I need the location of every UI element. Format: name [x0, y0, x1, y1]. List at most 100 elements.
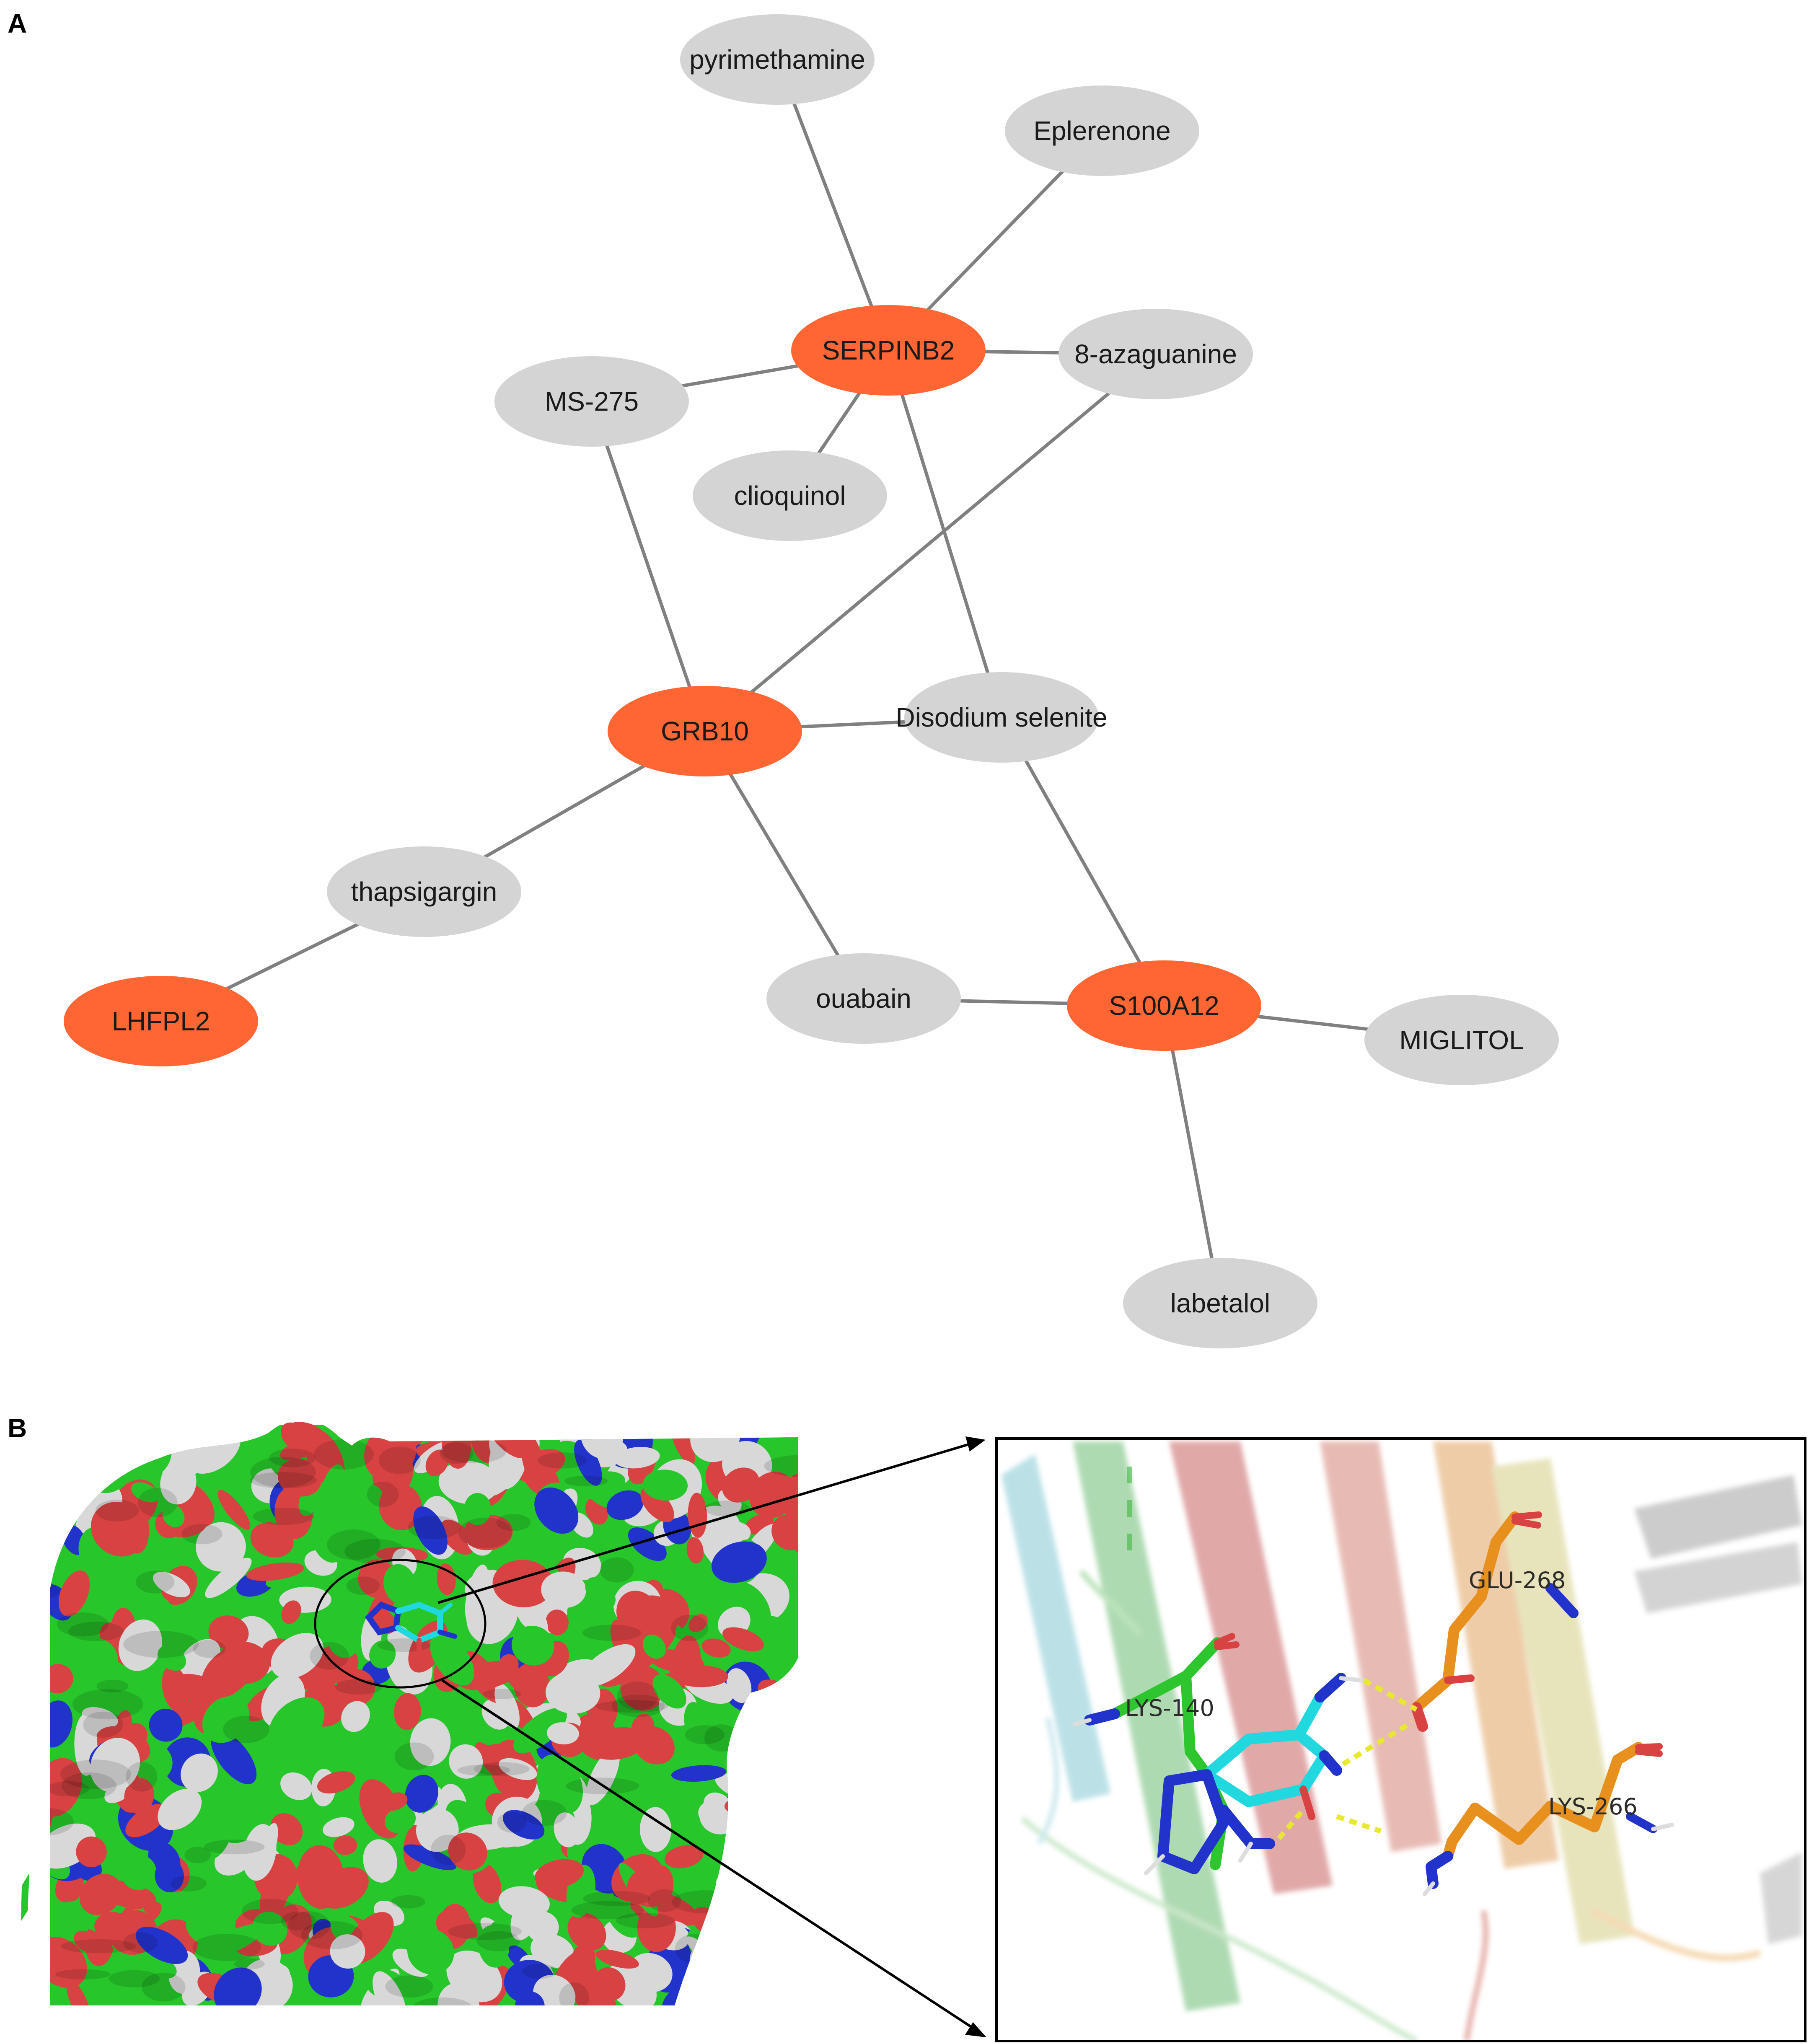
surface-patch — [379, 1765, 417, 1785]
surface-patch — [627, 1868, 673, 1907]
surface-patch — [76, 1836, 107, 1868]
surface-patch — [449, 1744, 483, 1779]
edge-serpinb2-pyrimethamine — [776, 59, 890, 351]
surface-patch — [430, 1633, 474, 1686]
surface-patch — [515, 1991, 545, 2005]
surface-patch — [734, 1727, 782, 1764]
surface-shadow — [367, 1481, 399, 1507]
surface-shadow — [344, 1539, 406, 1564]
surface-patch — [99, 1419, 146, 1464]
surface-patch — [738, 1966, 765, 1994]
surface-patch — [280, 1441, 315, 1461]
surface-patch — [701, 1638, 731, 1658]
node-thapsigargin: thapsigargin — [327, 846, 521, 937]
node-label-ouabain: ouabain — [816, 983, 911, 1014]
surface-patch — [50, 1493, 68, 1531]
loop-green-2 — [1079, 1569, 1142, 1636]
surface-patch — [743, 1902, 786, 1945]
surface-shadow — [647, 1889, 681, 1912]
surface-shadow — [50, 1583, 60, 1599]
surface-shadow — [611, 1695, 665, 1717]
surface-patch — [217, 1490, 251, 1530]
surface-shadow — [458, 1517, 512, 1548]
surface-shadow — [582, 1891, 651, 1906]
surface-patch — [771, 1514, 798, 1550]
surface-patch — [680, 1974, 726, 2005]
surface-patch — [494, 1683, 520, 1728]
node-label-ms275: MS-275 — [545, 386, 639, 417]
surface-patch — [172, 1674, 229, 1706]
surface-patch — [252, 1912, 287, 1946]
surface-patch — [628, 1953, 673, 1992]
surface-patch — [181, 1753, 218, 1792]
strand-orange — [1433, 1441, 1559, 1869]
surface-patch — [318, 1464, 346, 1527]
zoom-arrows — [437, 1436, 986, 2037]
surface-patch — [271, 1633, 323, 1679]
surface-patch — [730, 1727, 792, 1754]
surface-patch — [149, 1708, 183, 1742]
surface-shadow — [314, 1439, 374, 1470]
surface-patch — [642, 1470, 688, 1501]
node-ellipse-lhfpl2 — [64, 976, 258, 1066]
surface-shadow — [281, 1911, 316, 1930]
node-ellipse-azaguanine — [1058, 309, 1253, 399]
surface-patch — [373, 1971, 407, 2005]
surface-shadow — [95, 1499, 139, 1521]
surface-patch — [413, 1506, 448, 1555]
surface-patch — [425, 1449, 449, 1476]
node-grb10: GRB10 — [608, 686, 802, 776]
node-label-serpinb2: SERPINB2 — [822, 335, 955, 365]
surface-shadow — [269, 1449, 316, 1467]
surface-shadow — [474, 1762, 530, 1776]
surface-patch — [158, 1788, 202, 1830]
surface-patch — [50, 1700, 73, 1748]
node-ellipse-miglitol — [1364, 995, 1559, 1085]
surface-shadow — [704, 1501, 750, 1517]
surface-patch — [585, 1577, 616, 1609]
node-label-thapsigargin: thapsigargin — [351, 877, 497, 907]
surface-patch — [745, 1895, 788, 1925]
surface-patch — [586, 1748, 620, 1805]
ligand-sticks — [1144, 1673, 1364, 1875]
surface-patch — [140, 1666, 165, 1702]
surface-patch — [246, 1562, 304, 1581]
surface-patch — [711, 1541, 767, 1583]
surface-shadow — [564, 1475, 608, 1487]
surface-shadow — [457, 1765, 510, 1776]
surface-shadow — [385, 1975, 433, 1998]
docking-view-frame — [995, 1437, 1806, 2042]
surface-patch — [448, 1832, 487, 1871]
surface-shadow — [109, 1970, 160, 1987]
surface-patch — [489, 1921, 509, 1960]
node-s100a12: S100A12 — [1067, 960, 1261, 1051]
surface-shadow — [482, 1689, 521, 1699]
zoom-arrow-bottom — [441, 1679, 974, 2029]
surface-patch — [724, 1795, 770, 1816]
surface-patch — [534, 1487, 579, 1534]
panel-label-a: A — [8, 8, 27, 39]
surface-shadow — [68, 1622, 124, 1641]
node-label-grb10: GRB10 — [661, 716, 749, 746]
surface-patch — [50, 1664, 73, 1694]
surface-patch — [498, 1886, 550, 1919]
surface-patch — [574, 1440, 602, 1486]
panel-label-b: B — [8, 1413, 27, 1443]
surface-patch — [717, 1890, 760, 1949]
surface-shadow — [181, 1524, 223, 1545]
surface-shadow — [728, 1825, 782, 1838]
surface-patch — [243, 1824, 277, 1881]
surface-patch — [385, 1806, 416, 1833]
node-label-azaguanine: 8-azaguanine — [1074, 339, 1237, 369]
surface-patch — [787, 1737, 798, 1785]
arrowhead-bottom — [965, 2022, 986, 2037]
strand-grey-2 — [1634, 1542, 1802, 1613]
node-label-lhfpl2: LHFPL2 — [112, 1006, 210, 1036]
surface-patch — [768, 1436, 798, 1468]
surface-shadow — [413, 1997, 472, 2005]
surface-patch — [263, 1965, 290, 1998]
node-serpinb2: SERPINB2 — [791, 305, 986, 396]
node-ellipse-ms275 — [494, 356, 689, 447]
surface-shadow — [288, 1911, 331, 1940]
surface-patch — [363, 1839, 397, 1883]
